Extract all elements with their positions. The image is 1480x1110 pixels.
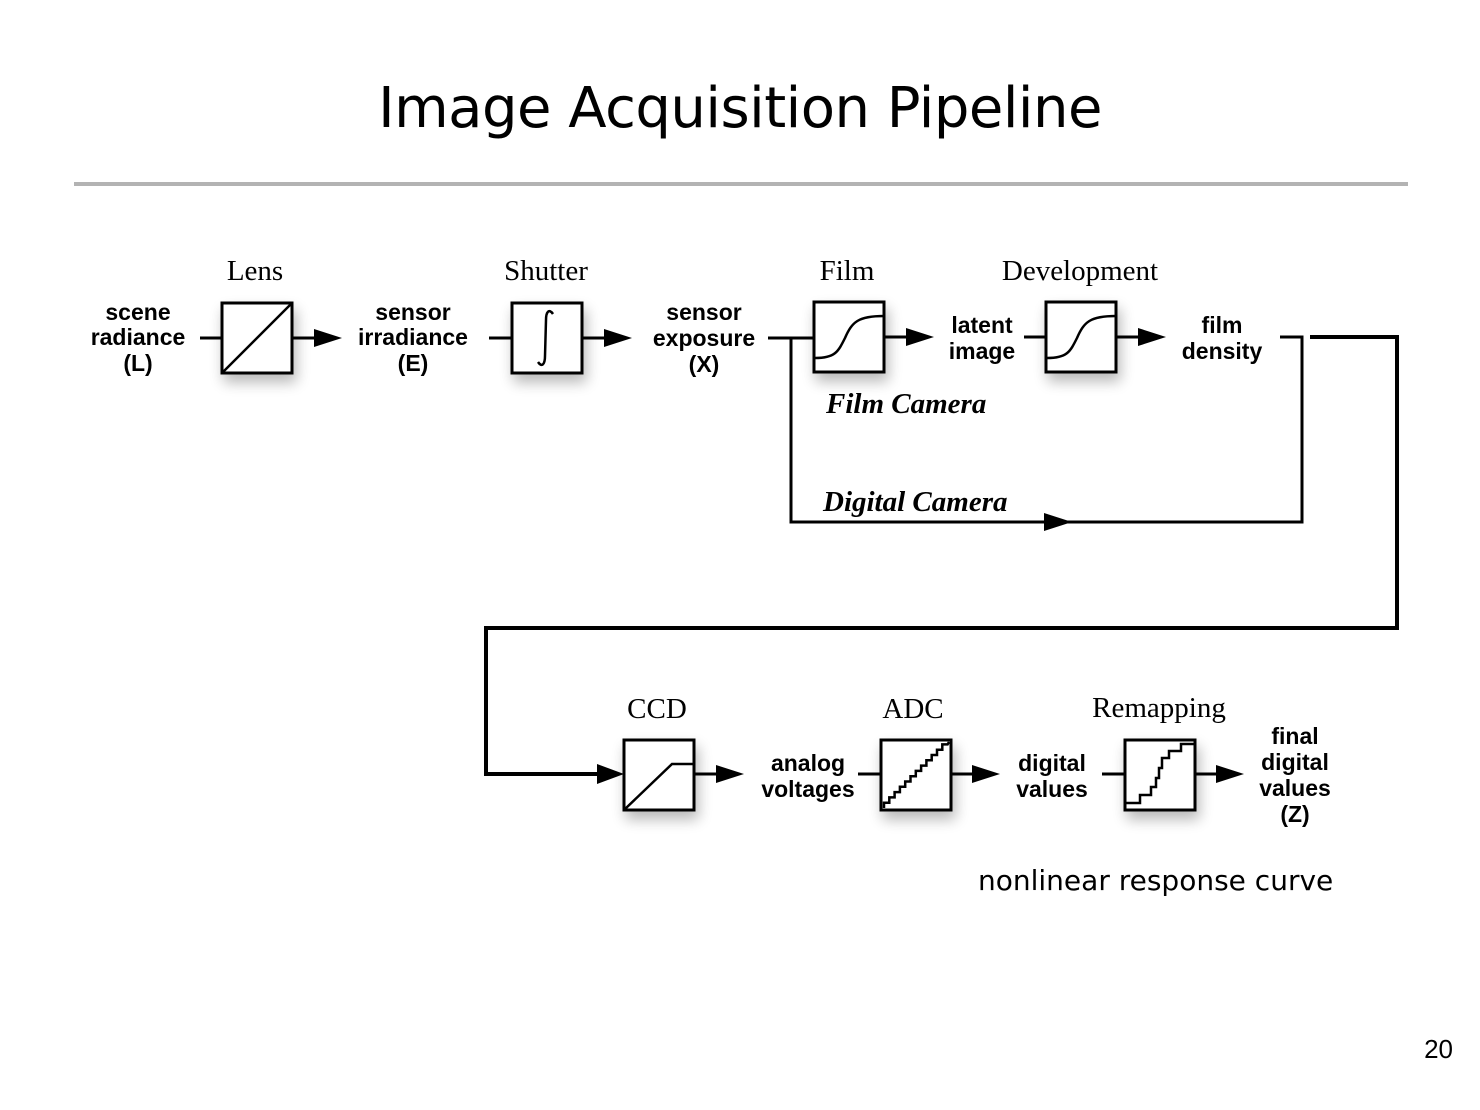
signal-label-line: (L) (123, 350, 152, 376)
nonlinear-response-caption: nonlinear response curve (978, 864, 1334, 897)
signal-label-line: final (1271, 723, 1318, 749)
block-label-shutter: Shutter (504, 255, 588, 287)
page-number: 20 (1424, 1034, 1453, 1064)
film-camera-label: Film Camera (825, 388, 986, 420)
slide-title: Image Acquisition Pipeline (378, 76, 1102, 141)
signal-film-density: film density (1182, 312, 1263, 364)
block-label-remapping: Remapping (1092, 692, 1226, 724)
signal-analog-voltages: analog voltages (761, 750, 854, 802)
digital-camera-label: Digital Camera (822, 486, 1007, 518)
arrowhead-icon (597, 764, 624, 784)
signal-label-line: sensor (666, 299, 741, 325)
signal-latent-image: latent image (949, 312, 1015, 364)
signal-label-line: (E) (398, 350, 429, 376)
signal-label-line: scene (105, 299, 170, 325)
signal-sensor-exposure: sensor exposure (X) (653, 299, 755, 377)
block-label-film: Film (820, 255, 875, 287)
digital-camera-path (789, 335, 1304, 524)
signal-label-line: analog (771, 750, 845, 776)
sigmoid-curve-icon (1046, 314, 1117, 360)
signal-label-line: density (1182, 338, 1263, 364)
signal-label-line: (Z) (1280, 801, 1309, 827)
arrowhead-icon (716, 765, 744, 783)
signal-label-line: values (1259, 775, 1331, 801)
signal-label-line: image (949, 338, 1015, 364)
signal-label-line: digital (1018, 750, 1086, 776)
signal-digital-values: digital values (1016, 750, 1088, 802)
signal-label-line: sensor (375, 299, 450, 325)
signal-label-line: radiance (91, 324, 186, 350)
signal-label-line: voltages (761, 776, 854, 802)
development-block (1044, 300, 1118, 374)
linear-diagonal-icon (221, 302, 293, 374)
film-block (812, 300, 886, 374)
sigmoid-curve-icon (814, 314, 885, 360)
signal-label-line: values (1016, 776, 1088, 802)
fine-staircase-icon (882, 741, 951, 808)
signal-label-line: irradiance (358, 324, 468, 350)
arrowhead-icon (314, 329, 342, 347)
block-label-ccd: CCD (627, 693, 687, 725)
arrowhead-icon (1138, 328, 1166, 346)
signal-label-line: (X) (689, 351, 720, 377)
arrowhead-icon (1216, 765, 1244, 783)
pipeline-connector (484, 335, 1399, 776)
signal-scene-radiance: scene radiance (L) (91, 299, 186, 376)
saturating-ramp-icon (624, 762, 694, 810)
integral-icon (536, 309, 555, 367)
signal-label-line: latent (951, 312, 1013, 338)
signal-sensor-irradiance: sensor irradiance (E) (358, 299, 468, 376)
block-label-adc: ADC (882, 693, 943, 725)
signal-final-digital-values: final digital values (Z) (1259, 723, 1331, 827)
nonlinear-staircase-icon (1126, 742, 1195, 805)
signal-label-line: exposure (653, 325, 755, 351)
block-label-lens: Lens (227, 255, 283, 287)
title-divider (74, 182, 1408, 186)
signal-label-line: digital (1261, 749, 1329, 775)
arrowhead-icon (906, 328, 934, 346)
block-label-development: Development (1002, 255, 1158, 287)
arrowhead-icon (604, 329, 632, 347)
signal-label-line: film (1202, 312, 1243, 338)
arrowhead-icon (1044, 513, 1072, 531)
arrowhead-icon (972, 765, 1000, 783)
